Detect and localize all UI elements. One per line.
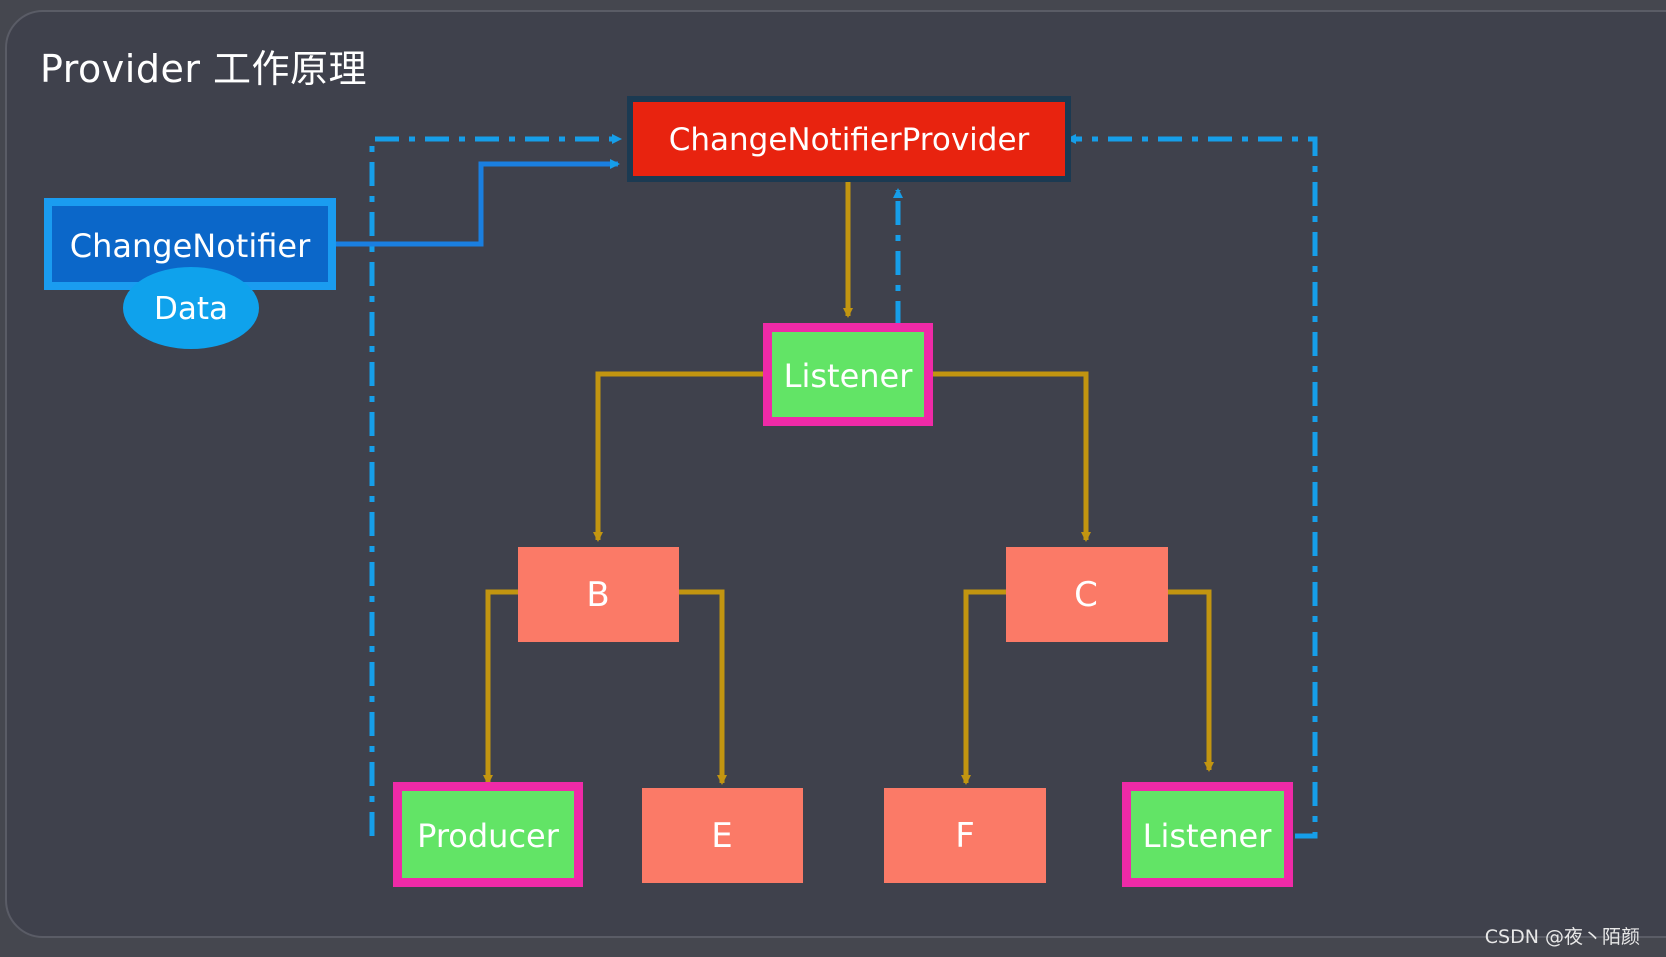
b-label: B <box>586 575 609 615</box>
c-node: C <box>1006 547 1168 642</box>
f-node: F <box>884 788 1046 883</box>
provider-node: ChangeNotifierProvider <box>627 96 1071 182</box>
tree-arrows <box>483 180 1214 785</box>
producer-label: Producer <box>417 817 560 855</box>
data-node: Data <box>123 267 259 349</box>
arrow-b-e <box>679 589 727 785</box>
notifier-connector <box>336 159 620 247</box>
producer-node: Producer <box>393 782 583 887</box>
arrow-listener-b <box>593 371 766 542</box>
listener-bottom-node: Listener <box>1122 782 1293 887</box>
watermark: CSDN @夜丶陌颜 <box>1484 926 1640 948</box>
arrow-b-producer <box>483 589 518 785</box>
change-notifier-label: ChangeNotifier <box>70 227 311 265</box>
arrow-c-listener-bottom <box>1168 589 1214 772</box>
notify-line-producer <box>369 134 622 836</box>
page-title: Provider 工作原理 <box>40 47 368 91</box>
notify-lines <box>369 134 1318 839</box>
arrow-listener-c <box>930 371 1091 542</box>
e-label: E <box>711 816 732 856</box>
listener-bottom-label: Listener <box>1143 817 1273 855</box>
c-label: C <box>1074 575 1098 615</box>
e-node: E <box>642 788 803 883</box>
data-label: Data <box>154 291 228 327</box>
arrow-c-f <box>961 589 1006 785</box>
listener-top-label: Listener <box>784 357 914 395</box>
f-label: F <box>955 816 975 856</box>
provider-label: ChangeNotifierProvider <box>669 122 1030 158</box>
notify-line-listener-bottom <box>1066 134 1318 839</box>
b-node: B <box>518 547 679 642</box>
listener-top-node: Listener <box>763 323 933 426</box>
